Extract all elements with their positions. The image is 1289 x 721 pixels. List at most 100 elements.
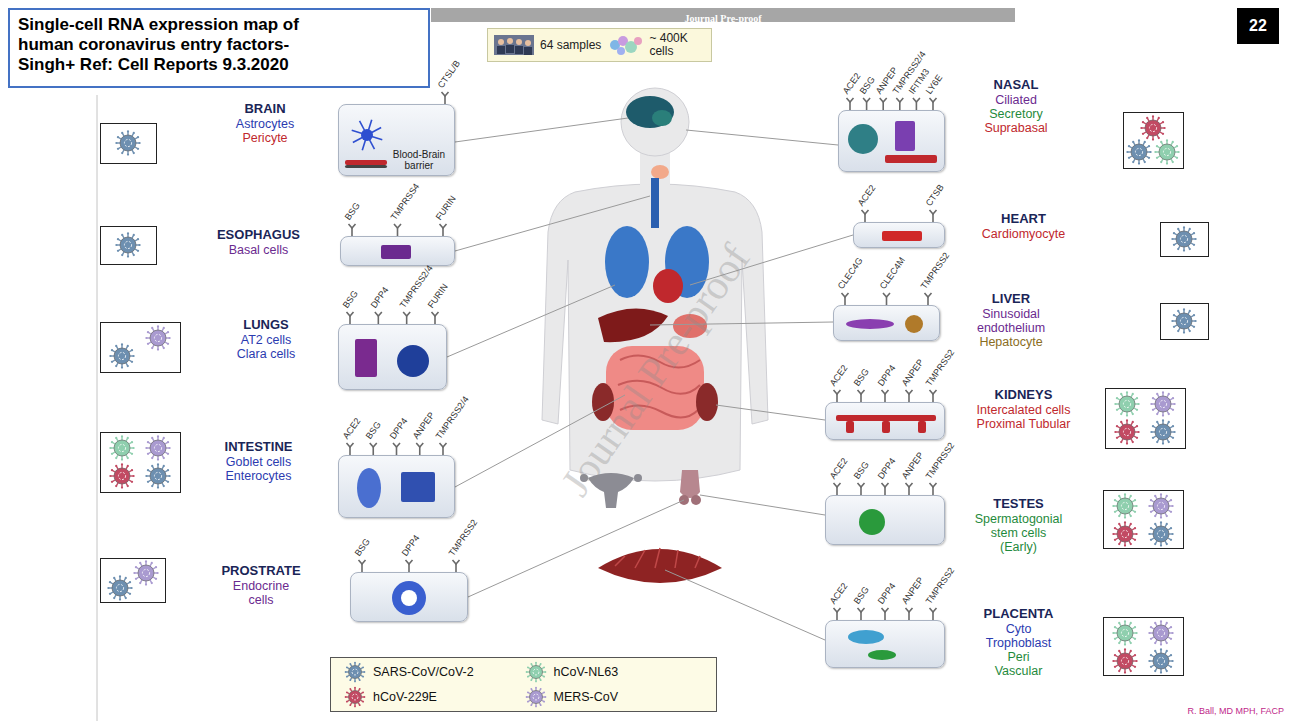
receptor-head: [913, 98, 920, 102]
virus-spike-tip: [1150, 403, 1152, 405]
virus-spike-tip: [544, 671, 546, 673]
virus-core: [1123, 400, 1130, 407]
virus-spike-tip: [167, 469, 169, 471]
virus-icon: [525, 686, 546, 707]
virus-core: [1180, 317, 1187, 324]
virus-spike-tip: [135, 566, 137, 568]
receptor-head: [847, 98, 854, 102]
leader-line: [468, 500, 684, 597]
virus-spike-tip: [1138, 139, 1140, 141]
receptor-name: CLEC4M: [877, 255, 906, 291]
virus-spike-tip: [535, 686, 537, 688]
throat-organ: [651, 165, 669, 179]
cell-shape: [361, 129, 373, 141]
cell-shape: [895, 121, 915, 151]
organ-cell-box: KIDNEYSIntercalated cellsProximal Tubula…: [825, 402, 945, 440]
virus-spike-tip: [115, 142, 117, 144]
virus-spike: [347, 692, 350, 693]
virus-spike-tip: [117, 136, 119, 138]
organ-cell-box: TESTESSpermatogonial stem cells (Early): [825, 495, 945, 545]
virus-spike-tip: [1171, 505, 1173, 507]
virus-spike-tip: [1156, 421, 1158, 423]
virus-spike: [539, 664, 540, 667]
virus-spike-tip: [1120, 413, 1122, 415]
virus-core: [1121, 657, 1128, 664]
barrier-label: Blood-Brain barrier: [388, 149, 450, 171]
virus-spike-tip: [1160, 643, 1162, 645]
virus-body: [112, 580, 128, 596]
virus-spike-tip: [135, 578, 137, 580]
virus-spike-tip: [1177, 310, 1179, 312]
virus-body: [1176, 313, 1192, 329]
person-body: [497, 46, 505, 54]
virus-spike-tip: [132, 475, 134, 477]
virus-spike-tip: [125, 577, 127, 579]
receptor-head: [863, 98, 870, 102]
virus-box: [1161, 223, 1209, 257]
virus-spike-tip: [1173, 403, 1175, 405]
person-body: [515, 46, 523, 54]
page-number: 22: [1249, 17, 1267, 35]
person-head: [498, 39, 504, 45]
virus-spike-tip: [121, 343, 123, 345]
virus-spike-tip: [530, 688, 532, 690]
virus-spike-tip: [163, 485, 165, 487]
virus-spike-tip: [1118, 495, 1120, 497]
cell-shape: [848, 124, 878, 154]
virus-spike-tip: [1146, 117, 1148, 119]
virus-spike-tip: [1162, 133, 1164, 135]
virus-spike-tip: [1189, 330, 1191, 332]
virus-spike-tip: [346, 676, 348, 678]
virus-spike-tip: [354, 686, 356, 688]
virus-spike-tip: [1160, 516, 1162, 518]
virus-core: [533, 694, 539, 700]
virus-spike-tip: [1124, 544, 1126, 546]
virus-spike-tip: [121, 458, 123, 460]
virus-spike-tip: [1144, 141, 1146, 143]
cell-shape: [846, 421, 854, 433]
virus-spike-tip: [115, 437, 117, 439]
virus-icon: [1148, 648, 1173, 673]
virus-body: [1131, 144, 1147, 160]
virus-spike-tip: [121, 234, 123, 236]
virus-spike-tip: [129, 581, 131, 583]
receptor-name: FURIN: [434, 194, 458, 222]
trachea-organ: [651, 178, 659, 228]
virus-spike-tip: [1132, 441, 1134, 443]
virus-spike-tip: [1194, 238, 1196, 240]
virus-spike-tip: [1124, 620, 1126, 622]
virus-spike-tip: [1189, 228, 1191, 230]
receptor-head: [440, 443, 447, 447]
receptor-head: [432, 312, 439, 316]
virus-spike-tip: [151, 465, 153, 467]
cell-count: ~ 400K cells: [649, 32, 695, 58]
virus-icon: [145, 463, 170, 488]
virus-spike-tip: [121, 254, 123, 256]
page-number-box: 22: [1237, 8, 1279, 44]
virus-spike-tip: [543, 691, 545, 693]
virus-spike-tip: [346, 691, 348, 693]
virus-icon: [133, 560, 158, 585]
virus-spike-tip: [1134, 626, 1136, 628]
legend-box: SARS-CoV/CoV-2hCoV-NL63hCoV-229EMERS-CoV: [330, 657, 717, 712]
virus-spike-tip: [346, 701, 348, 703]
virus-spike-tip: [1156, 413, 1158, 415]
virus-spike-tip: [354, 681, 356, 683]
virus-icon: [1171, 226, 1196, 251]
receptor-name: ACE2: [828, 456, 850, 481]
cell-type: Ciliated: [961, 93, 1071, 107]
virus-spike-tip: [125, 597, 127, 599]
virus-spike-tip: [115, 457, 117, 459]
virus-spike-tip: [147, 469, 149, 471]
virus-icon: [1148, 620, 1173, 645]
virus-spike-tip: [1134, 527, 1136, 529]
virus-spike-tip: [111, 349, 113, 351]
virus-spike-tip: [362, 676, 364, 678]
virus-spike-tip: [535, 681, 537, 683]
receptor-head: [394, 224, 401, 228]
virus-spike-tip: [1168, 421, 1170, 423]
virus-spike-tip: [1162, 121, 1164, 123]
virus-spike-tip: [1158, 137, 1160, 139]
virus-spike-tip: [167, 343, 169, 345]
virus-spike-tip: [1150, 666, 1152, 668]
